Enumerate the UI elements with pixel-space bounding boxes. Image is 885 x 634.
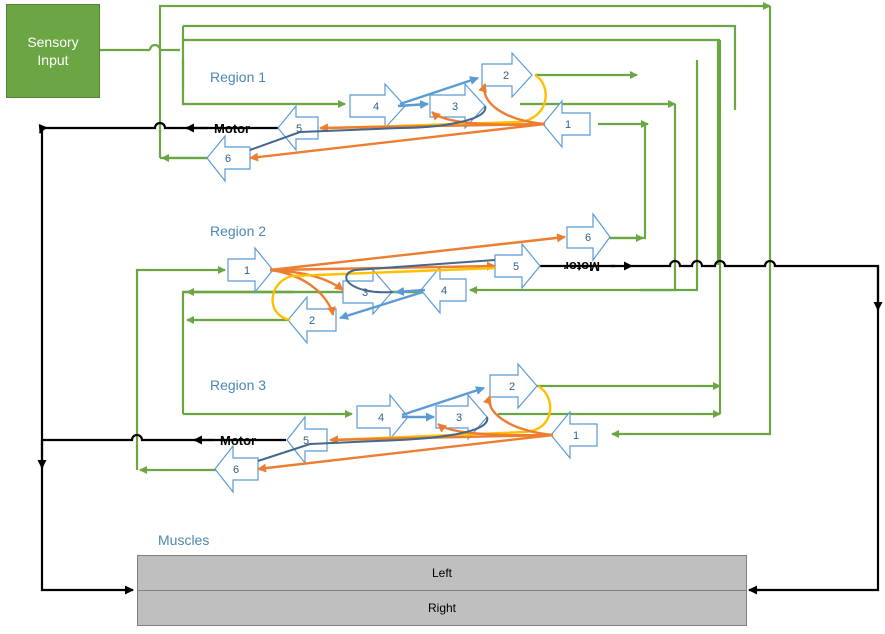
r3-cell-5	[286, 415, 328, 465]
r2-cell-5	[494, 242, 541, 290]
r2-num-3: 3	[362, 287, 368, 299]
r1-num-1: 1	[565, 119, 571, 131]
r1-num-4: 4	[373, 101, 379, 113]
r3-num-1: 1	[573, 430, 579, 442]
r3-cell-2	[489, 362, 538, 410]
r2-num-2: 2	[309, 315, 315, 327]
r1-cell-4	[349, 82, 406, 130]
region-2-label: Region 2	[210, 223, 267, 239]
r1-num-6: 6	[225, 153, 231, 165]
r2-cell-6	[566, 212, 611, 262]
cell-numbers: 4 3 2 1 5 6 1 3 4 2 5 6 4 3 2 1 5 6	[225, 70, 591, 476]
r2-num-1: 1	[244, 265, 250, 277]
sensory-input-box: Sensory Input	[6, 4, 100, 98]
internal-connections	[249, 73, 566, 473]
r2-cell-2	[287, 295, 337, 345]
r3-num-5: 5	[303, 435, 309, 447]
green-wiring	[100, 2, 772, 474]
muscle-left-label: Left	[431, 566, 452, 580]
r3-num-2: 2	[509, 381, 515, 393]
r3-num-4: 4	[378, 412, 384, 424]
r1-num-3: 3	[452, 101, 458, 113]
r1-num-5: 5	[296, 123, 302, 135]
r1-cell-5	[277, 104, 319, 152]
sensory-input-label-1: Sensory	[27, 34, 79, 50]
r2-num-6: 6	[585, 232, 591, 244]
r3-cell-6	[214, 444, 259, 494]
sensory-input-label-2: Input	[37, 52, 69, 68]
r3-num-3: 3	[456, 412, 462, 424]
r2-num-5: 5	[513, 261, 519, 273]
r1-cell-1	[542, 99, 591, 149]
motor-wiring	[37, 121, 883, 595]
region-3-label: Region 3	[210, 377, 267, 393]
r1-num-2: 2	[503, 70, 509, 82]
r2-cell-3	[342, 268, 393, 316]
r2-cell-4	[420, 265, 467, 315]
r2-num-4: 4	[441, 285, 447, 297]
r3-num-6: 6	[233, 464, 239, 476]
r1-cell-6	[206, 134, 251, 183]
muscles-label: Muscles	[158, 532, 210, 548]
r1-cell-2	[481, 51, 533, 99]
r3-cell-1	[550, 410, 598, 460]
muscle-right-label: Right	[427, 601, 456, 615]
region-1-label: Region 1	[210, 69, 267, 85]
r2-cell-1	[227, 246, 274, 294]
muscle-right-bar: Right	[137, 590, 747, 626]
r3-cell-4	[356, 393, 409, 441]
